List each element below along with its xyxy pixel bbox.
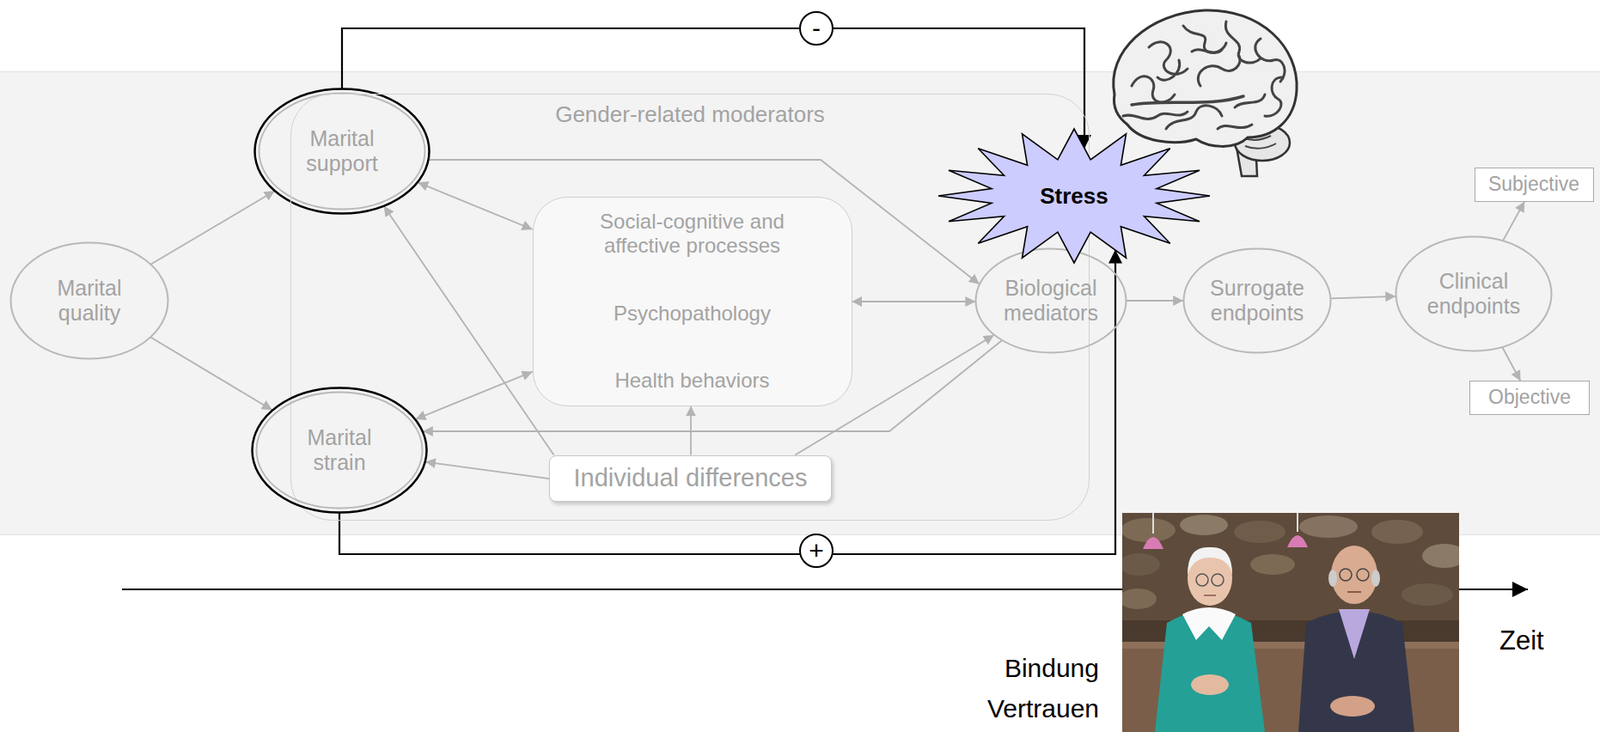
sign-label: - xyxy=(799,11,834,46)
brain-illustration xyxy=(1097,0,1304,184)
node-label: Subjective xyxy=(1488,172,1580,196)
node-label: Biological mediators xyxy=(986,275,1116,327)
connector xyxy=(415,372,533,420)
axis-label: Vertrauen xyxy=(987,694,1100,725)
mediator-ellipse: Biological mediators xyxy=(974,247,1128,355)
endpoint-ellipse: Surrogate endpoints xyxy=(1182,247,1332,355)
node-text: Psychopathology xyxy=(613,301,771,326)
connector xyxy=(151,190,275,264)
node-label: Marital strain xyxy=(287,425,391,477)
axis-label: Zeit xyxy=(1499,625,1545,657)
process-box: Social-cognitive and affective processes… xyxy=(532,196,853,407)
axis-label: Bindung xyxy=(1004,653,1100,684)
sign-label: + xyxy=(799,533,834,568)
moderator-region: Gender-related moderatorsSocial-cognitiv… xyxy=(290,93,1090,521)
connector xyxy=(341,28,1085,149)
node-label: Marital quality xyxy=(37,275,141,327)
connector xyxy=(1502,201,1525,241)
connector xyxy=(1331,296,1397,299)
outcome-box: Subjective xyxy=(1474,167,1594,202)
node-label: Individual differences xyxy=(574,463,808,493)
stress-burst: Stress xyxy=(936,127,1212,265)
node-label: Marital support xyxy=(290,126,394,178)
connector xyxy=(690,405,692,455)
highlighted-ellipse: Marital strain xyxy=(250,386,428,514)
node-label: Social-cognitive and affective processes xyxy=(563,209,822,259)
connector xyxy=(150,337,272,411)
highlighted-ellipse: Marital support xyxy=(253,87,431,215)
outcome-box: Objective xyxy=(1469,380,1590,415)
node-label: Surrogate endpoints xyxy=(1192,275,1322,327)
process-box: Individual differences xyxy=(549,455,832,502)
node-text: Health behaviors xyxy=(614,368,770,393)
node-label: Stress xyxy=(1039,183,1109,210)
connector xyxy=(1126,299,1184,302)
node-label: Clinical endpoints xyxy=(1409,268,1539,320)
connector xyxy=(425,462,550,480)
connector xyxy=(851,300,976,303)
factor-ellipse: Marital quality xyxy=(9,241,170,361)
connector xyxy=(1502,347,1521,381)
endpoint-ellipse: Clinical endpoints xyxy=(1394,235,1553,353)
couple-photo xyxy=(1122,512,1460,732)
node-label: Gender-related moderators xyxy=(291,101,1089,129)
connector xyxy=(384,206,555,456)
node-label: Objective xyxy=(1488,385,1571,410)
connector xyxy=(417,182,532,230)
